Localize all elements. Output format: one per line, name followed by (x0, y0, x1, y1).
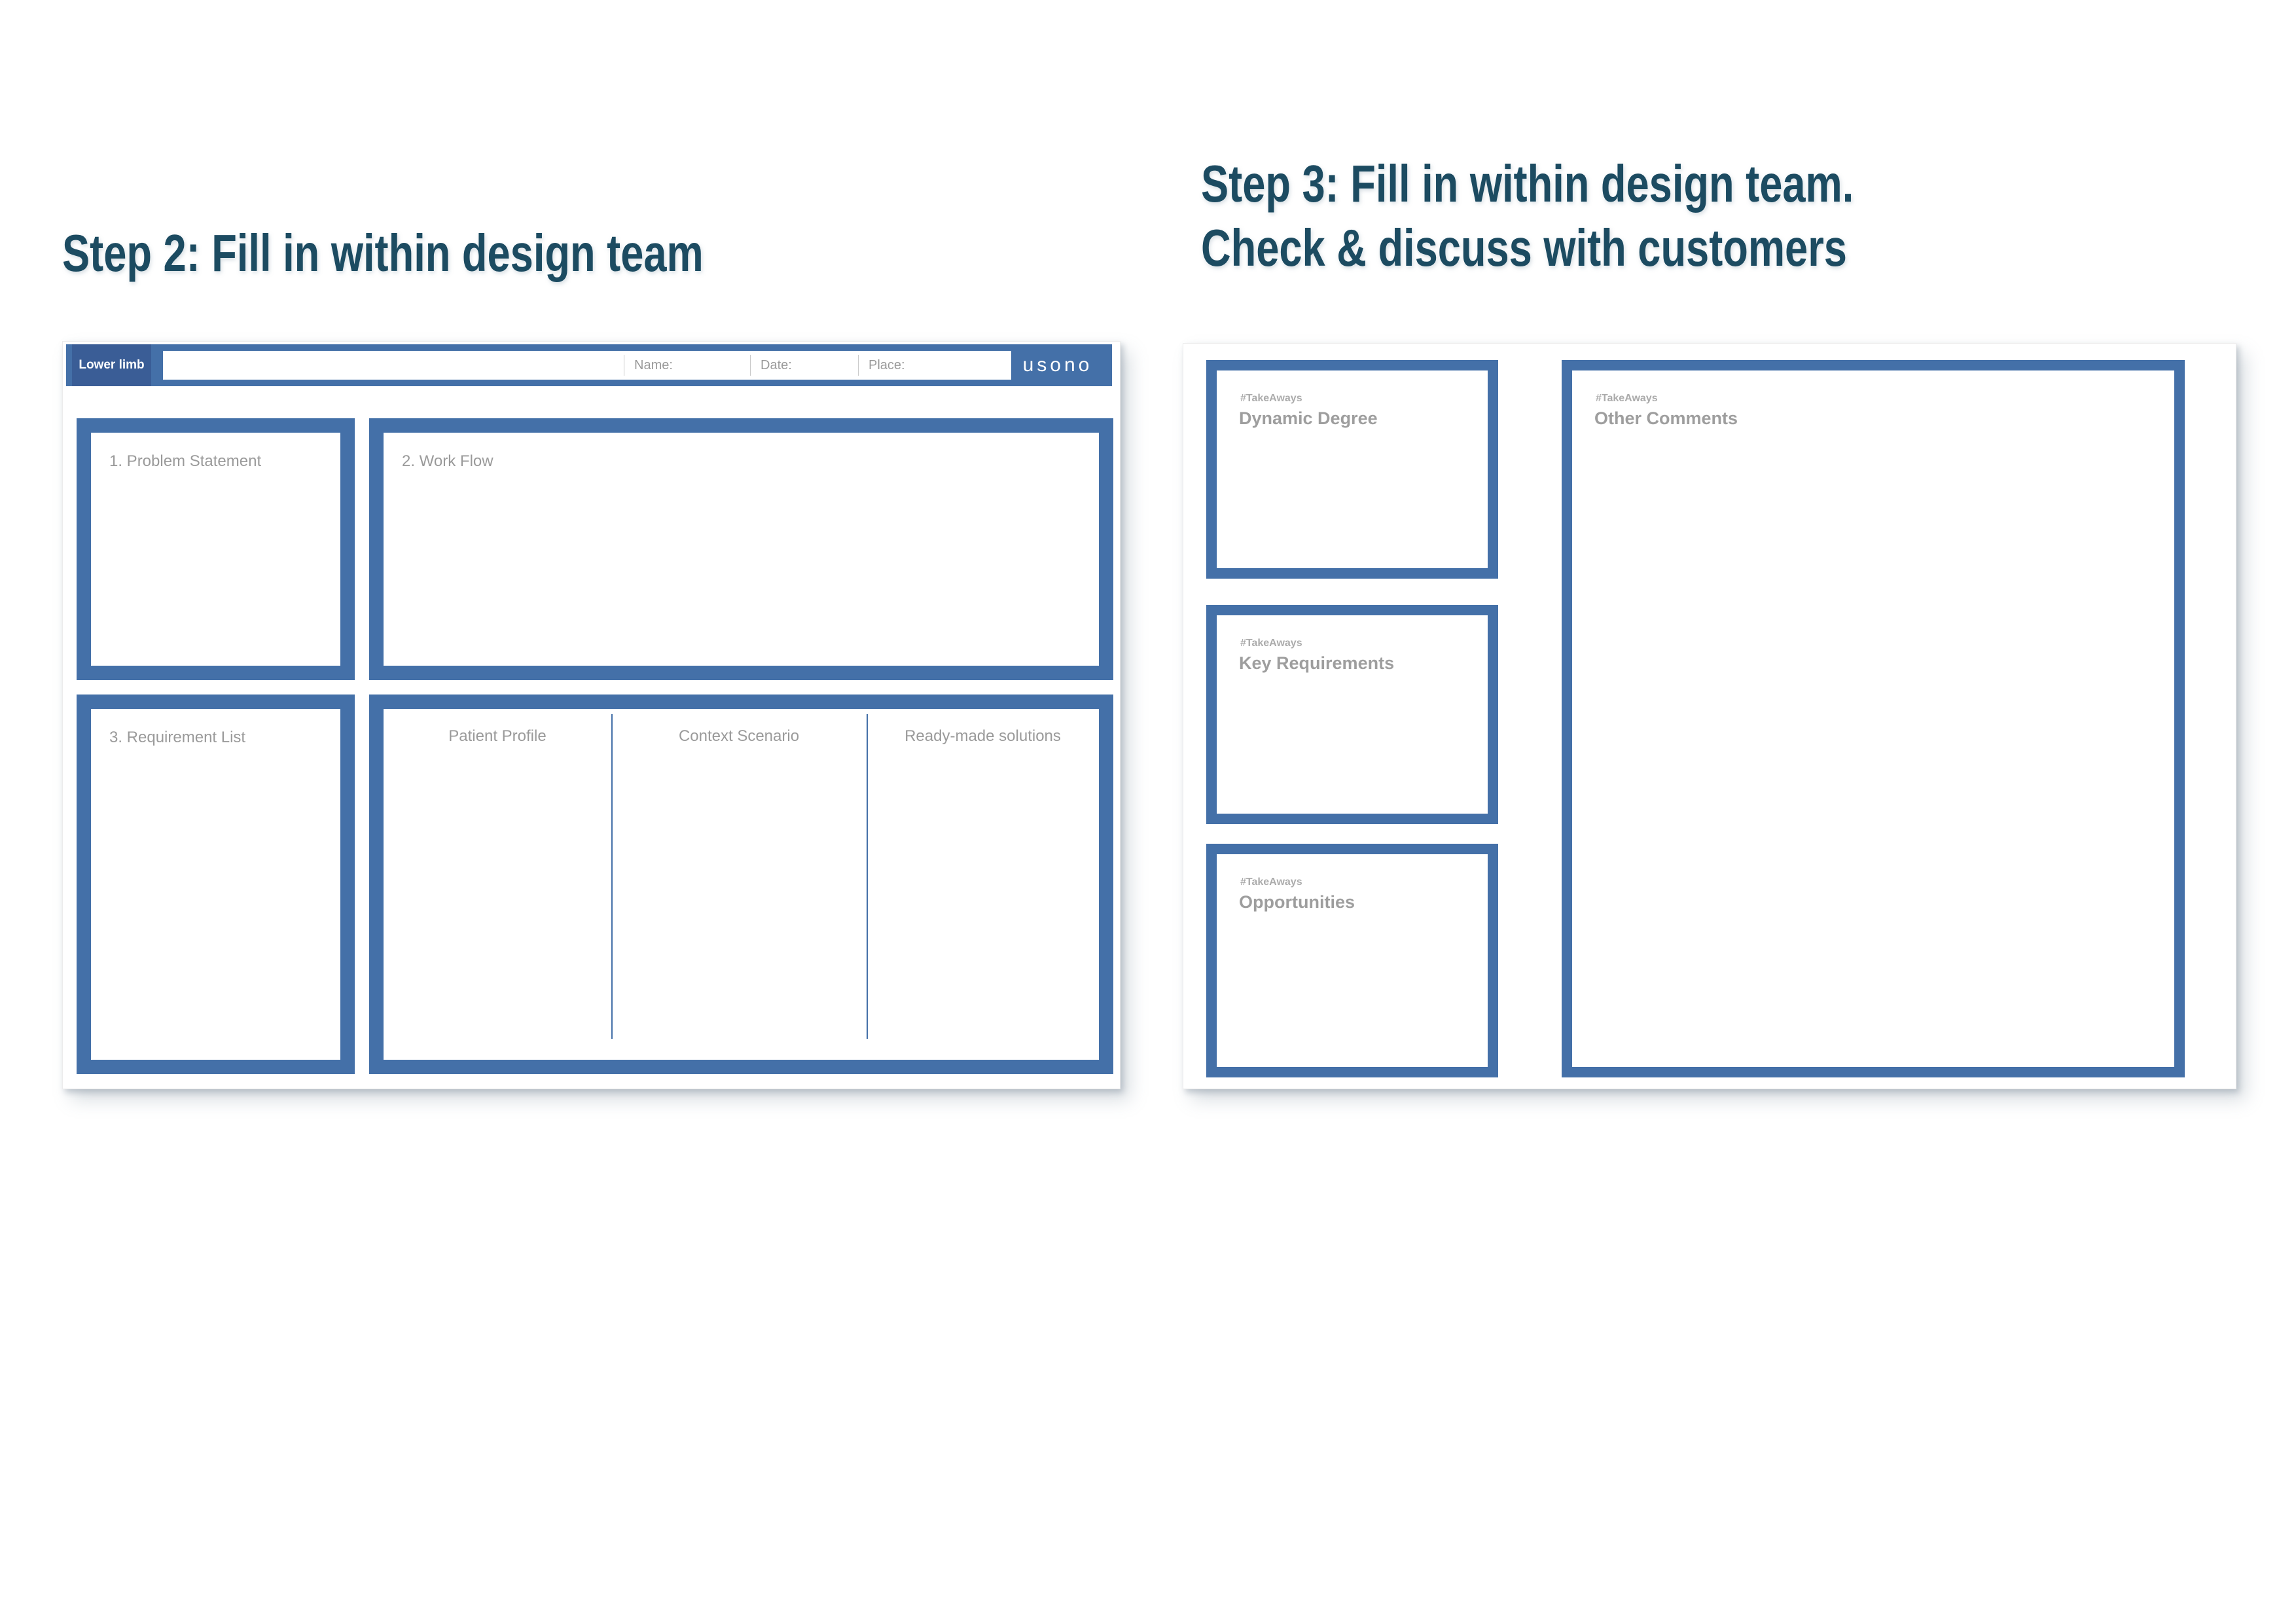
key-requirements-title: Key Requirements (1239, 653, 1395, 673)
opportunities-box: #TakeAways Opportunities (1206, 844, 1498, 1077)
date-field-group: Date: (750, 355, 855, 376)
key-requirements-area[interactable] (1217, 681, 1488, 814)
other-comments-box: #TakeAways Other Comments (1562, 360, 2185, 1077)
work-flow-label: 2. Work Flow (402, 452, 493, 470)
usono-logo: usono (1022, 354, 1093, 376)
place-field-group: Place: (858, 355, 1009, 376)
work-flow-box: 2. Work Flow (369, 418, 1113, 680)
patient-profile-header: Patient Profile (448, 727, 547, 745)
takeaways-tag: #TakeAways (1240, 393, 1302, 404)
step2-heading-text: Step 2: Fill in within design team (62, 224, 704, 282)
ready-made-solutions-area[interactable] (868, 755, 1099, 1060)
place-field-label: Place: (869, 357, 905, 372)
step3-heading-line2: Check & discuss with customers (1201, 219, 1847, 277)
key-requirements-box: #TakeAways Key Requirements (1206, 605, 1498, 824)
problem-statement-area[interactable] (91, 478, 340, 666)
context-scenario-header: Context Scenario (678, 727, 800, 745)
problem-statement-box: 1. Problem Statement (77, 418, 355, 680)
name-input[interactable] (673, 355, 749, 376)
header-fields-strip: Name: Date: Place: (163, 351, 1011, 380)
step2-heading: Step 2: Fill in within design team (62, 225, 874, 281)
dynamic-degree-title: Dynamic Degree (1239, 408, 1378, 428)
ready-made-solutions-header: Ready-made solutions (905, 727, 1061, 745)
dynamic-degree-box: #TakeAways Dynamic Degree (1206, 360, 1498, 579)
dynamic-degree-area[interactable] (1217, 436, 1488, 568)
work-flow-area[interactable] (384, 478, 1099, 666)
date-input[interactable] (792, 355, 855, 376)
takeaways-tag: #TakeAways (1596, 393, 1658, 404)
step3-heading-line1: Step 3: Fill in within design team. (1201, 154, 1854, 213)
requirement-list-area[interactable] (91, 755, 340, 1060)
date-field-label: Date: (761, 357, 792, 372)
name-field-label: Name: (634, 357, 673, 372)
worksheet-header-bar: Lower limb Name: Date: Place: usono (66, 344, 1112, 386)
lower-limb-tab[interactable]: Lower limb (72, 344, 151, 386)
patient-profile-area[interactable] (384, 755, 611, 1060)
place-input[interactable] (905, 355, 1009, 376)
takeaways-tag: #TakeAways (1240, 638, 1302, 649)
takeaways-tag: #TakeAways (1240, 876, 1302, 888)
column-divider (867, 714, 868, 1039)
opportunities-title: Opportunities (1239, 892, 1355, 912)
opportunities-area[interactable] (1217, 920, 1488, 1067)
problem-statement-label: 1. Problem Statement (109, 452, 262, 470)
other-comments-area[interactable] (1572, 436, 2174, 1067)
column-divider (611, 714, 613, 1039)
lower-limb-tab-label: Lower limb (79, 358, 145, 372)
other-comments-title: Other Comments (1594, 408, 1738, 428)
context-scenario-area[interactable] (613, 755, 867, 1060)
profile-scenario-solutions-box: Patient Profile Context Scenario Ready-m… (369, 695, 1113, 1074)
step3-worksheet-card: #TakeAways Dynamic Degree #TakeAways Key… (1183, 343, 2236, 1089)
requirement-list-label: 3. Requirement List (109, 729, 246, 746)
step3-heading: Step 3: Fill in within design team. Chec… (1201, 156, 2027, 284)
name-field-group: Name: (624, 355, 749, 376)
requirement-list-box: 3. Requirement List (77, 695, 355, 1074)
step2-worksheet-card: Lower limb Name: Date: Place: usono 1. (62, 341, 1121, 1089)
